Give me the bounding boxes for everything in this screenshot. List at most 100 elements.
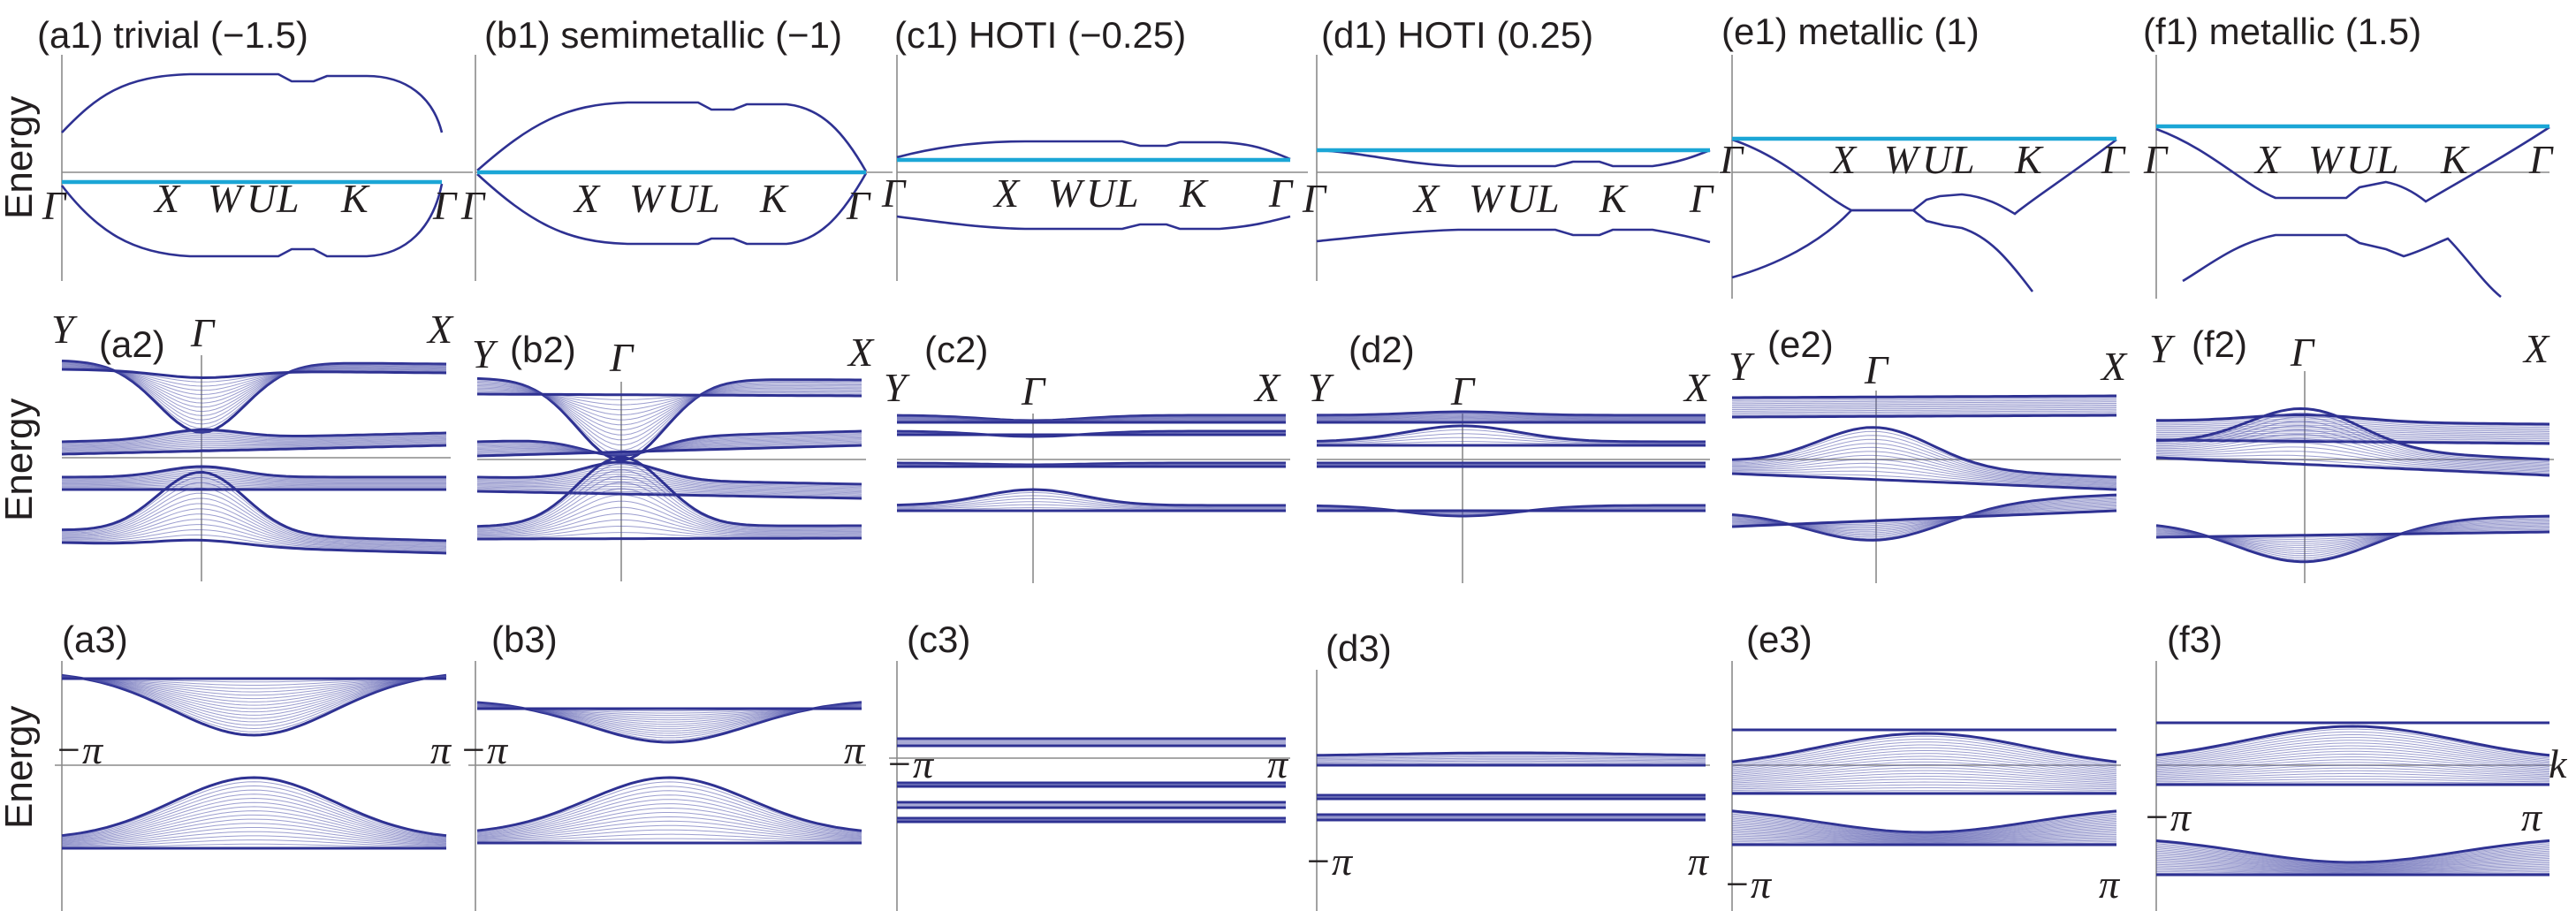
band-line xyxy=(1732,412,2116,415)
panel-b2-k-gamma: Γ xyxy=(609,335,635,380)
band-line xyxy=(1317,759,1706,762)
band-line xyxy=(2155,733,2550,761)
panel-c2-k-x: X xyxy=(1253,365,1281,410)
panel-d2-k-gamma: Γ xyxy=(1450,368,1476,414)
band-line xyxy=(61,797,447,840)
band-line xyxy=(476,519,862,537)
band-line xyxy=(61,839,447,847)
band-line xyxy=(62,482,447,543)
band-line xyxy=(61,434,447,445)
band-line xyxy=(62,487,447,544)
band-line xyxy=(2155,456,2550,477)
band-line xyxy=(61,441,447,452)
band-line xyxy=(1317,410,1706,417)
panel-a1-title: (a1) trivial (−1.5) xyxy=(37,14,308,56)
band-line xyxy=(1732,394,2116,399)
band-line xyxy=(61,476,447,543)
panel-d3-title: (d3) xyxy=(1326,627,1392,669)
band-line xyxy=(61,519,447,550)
band-line xyxy=(1731,833,2117,842)
band-line xyxy=(61,538,447,555)
panel-a1-k-w: W xyxy=(208,176,245,221)
panel-b1-k-l: L xyxy=(696,176,720,221)
band-line xyxy=(2155,865,2550,872)
panel-c3-tick-minus-pi: −π xyxy=(885,741,935,786)
band-line xyxy=(476,838,862,843)
row1-energy-label: Energy xyxy=(0,96,41,219)
band-line xyxy=(1732,446,2117,482)
band-line xyxy=(476,816,862,839)
band-line xyxy=(61,676,447,710)
panel-c2-k-gamma: Γ xyxy=(1021,368,1046,414)
band-line xyxy=(2155,530,2550,539)
band-line xyxy=(1316,424,1706,444)
panel-a3-tick-pi: π xyxy=(430,727,452,772)
panel-a1-k-gamma-end: Γ xyxy=(432,183,458,228)
band-line xyxy=(61,528,447,552)
band-line xyxy=(897,501,1286,509)
panel-e3-tick-pi: π xyxy=(2099,862,2121,907)
band-line xyxy=(2156,437,2550,442)
panel-d1-k-k: K xyxy=(1599,176,1629,221)
band-line xyxy=(61,676,447,706)
band-line xyxy=(2156,429,2550,467)
band-line xyxy=(1316,760,1706,763)
band-line xyxy=(2155,762,2550,774)
band-line xyxy=(61,430,447,444)
band-line xyxy=(1731,430,2117,479)
band-line xyxy=(476,436,862,455)
panel-c2-k-y: Y xyxy=(884,365,910,410)
band-line xyxy=(1316,755,1706,758)
band-line xyxy=(61,442,447,452)
band-line xyxy=(1732,459,2117,486)
band-line xyxy=(2156,426,2550,434)
band-line xyxy=(2155,841,2550,864)
band-line xyxy=(62,483,446,488)
band-line xyxy=(61,673,447,737)
panel-e1-k-u: U xyxy=(1922,137,1954,182)
band-line xyxy=(61,675,447,730)
band-line xyxy=(476,786,862,833)
panel-e2-k-y: Y xyxy=(1729,344,1755,389)
panel-f1-lower-band xyxy=(2182,233,2502,299)
panel-d2-title: (d2) xyxy=(1349,329,1415,370)
panel-a3-ribbons xyxy=(61,673,447,850)
band-line xyxy=(1731,828,2117,839)
band-line xyxy=(2155,867,2550,873)
panel-e1-k-w: W xyxy=(1884,137,1921,182)
band-line xyxy=(476,807,862,838)
band-line xyxy=(61,438,447,448)
band-line xyxy=(476,824,862,840)
band-line xyxy=(61,677,447,693)
panel-e2-ribbons xyxy=(1731,394,2117,542)
panel-c1-k-gamma-end: Γ xyxy=(1268,171,1294,216)
band-line xyxy=(2155,414,2550,426)
band-line xyxy=(62,471,446,481)
panel-f2-k-x: X xyxy=(2522,326,2550,371)
band-line xyxy=(61,677,447,700)
panel-e1-upper-band xyxy=(1731,138,2117,216)
band-line xyxy=(476,526,862,538)
band-line xyxy=(61,677,447,696)
band-line xyxy=(2155,850,2550,867)
band-line xyxy=(61,810,447,842)
band-line xyxy=(2155,759,2550,773)
band-line xyxy=(2155,442,2550,470)
band-line xyxy=(2155,859,2550,870)
band-line xyxy=(1731,837,2117,843)
band-line xyxy=(61,776,447,838)
band-line xyxy=(896,461,1286,467)
band-line xyxy=(1731,404,2116,407)
band-line xyxy=(476,833,862,842)
panel-b3-ribbons xyxy=(476,701,862,845)
panel-f3-tick-pi: π xyxy=(2521,794,2543,839)
panel-b1-k-w: W xyxy=(629,176,666,221)
band-line xyxy=(476,456,862,528)
band-line xyxy=(1731,813,2117,834)
band-line xyxy=(1316,757,1706,761)
band-line xyxy=(1731,824,2117,839)
band-line xyxy=(2155,858,2550,869)
band-line xyxy=(61,843,447,848)
band-line xyxy=(61,470,447,543)
